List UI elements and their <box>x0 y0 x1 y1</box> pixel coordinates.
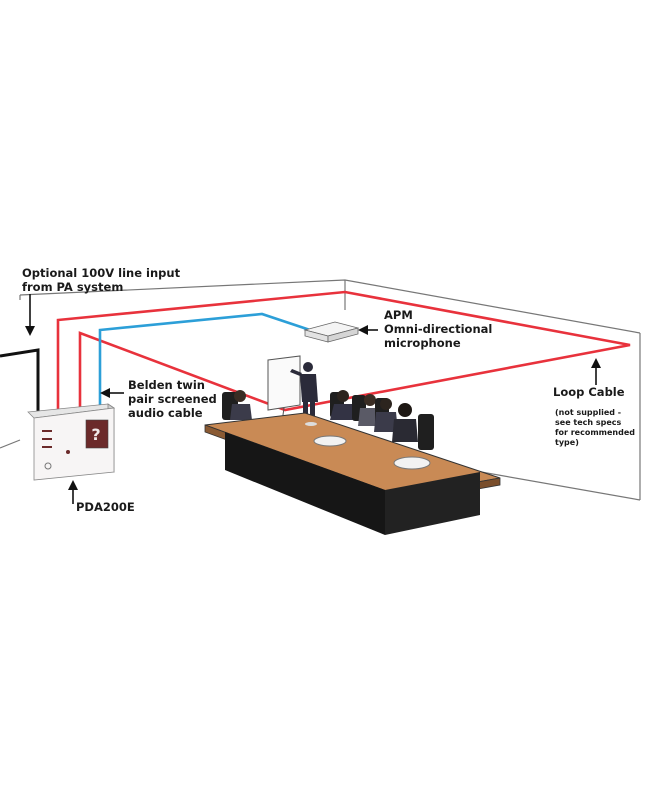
loop-note-line-3: for recommended <box>555 428 635 437</box>
loop-note-line-1: (not supplied - <box>555 408 622 417</box>
loop-cable-label: Loop Cable <box>553 385 625 399</box>
loop-cable-text: Loop Cable <box>553 385 625 399</box>
apm-line-3: microphone <box>384 336 461 350</box>
room-outline <box>0 279 641 501</box>
apm-microphone-label: APM Omni-directional microphone <box>384 308 492 350</box>
loop-cable-note: (not supplied - see tech specs for recom… <box>555 408 635 448</box>
audio-cable <box>98 312 311 412</box>
loop-note-line-4: type) <box>555 438 579 447</box>
apm-line-2: Omni-directional <box>384 322 493 336</box>
belden-line-2: pair screened <box>128 392 217 406</box>
presenter-figure <box>290 362 318 420</box>
meeting-attendees <box>222 390 434 450</box>
apm-line-1: APM <box>384 308 413 322</box>
svg-text:?: ? <box>91 425 100 444</box>
belden-line-3: audio cable <box>128 406 203 420</box>
loop-note-line-2: see tech specs <box>555 418 622 427</box>
loop-cable <box>56 290 631 412</box>
belden-line-1: Belden twin <box>128 378 205 392</box>
pa-input-line-2: from PA system <box>22 280 124 294</box>
device-label: PDA200E <box>76 500 135 514</box>
pda200e-unit: ? <box>27 403 116 481</box>
pa-input-label: Optional 100V line input from PA system <box>22 266 180 294</box>
pointer-arrows <box>25 294 601 504</box>
conference-table <box>204 412 501 535</box>
flip-chart <box>267 355 301 423</box>
apm-microphone <box>303 321 360 343</box>
line-input-cable <box>0 348 40 412</box>
belden-cable-label: Belden twin pair screened audio cable <box>128 378 217 420</box>
device-name: PDA200E <box>76 500 135 514</box>
pa-input-line-1: Optional 100V line input <box>22 266 181 280</box>
